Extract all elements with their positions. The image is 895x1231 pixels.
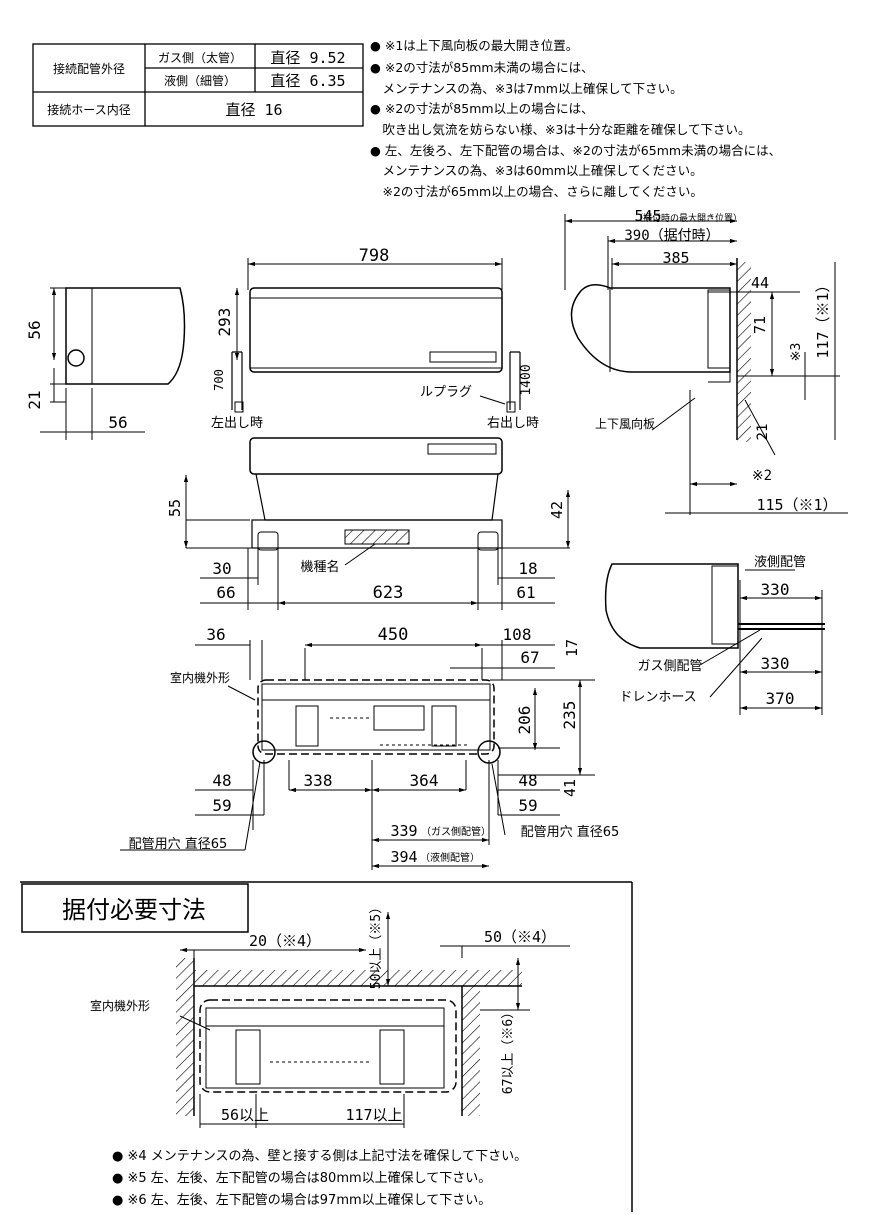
dim-385: 385 [662,249,689,267]
model-name-leader [344,543,376,566]
label-hole-right: 配管用穴 直径65 [521,825,620,840]
front-view [231,258,521,413]
dim-339-note: （ガス側配管） [421,825,491,838]
dim-330-top: 330 [761,580,790,599]
label-outline-1: 室内機外形 [170,670,230,685]
label-outline-2: 室内機外形 [90,998,150,1013]
spec-gas-sub: ガス側（太管） [158,50,242,65]
label-model-name: 機種名 [300,559,339,575]
dim-56-horizontal: 56 [108,413,127,432]
dim-293: 293 [215,308,234,337]
label-drain-hose: ドレンホース [619,690,696,705]
dim-59-right: 59 [518,796,537,815]
dim-798: 798 [359,246,390,266]
install-dim-56: 56以上 [221,1106,269,1124]
dim-18: 18 [518,559,537,578]
dim-59-left: 59 [212,796,231,815]
right-side-view [564,214,848,515]
spec-row2-label: 接続ホース内径 [47,102,130,117]
spec-table [32,43,364,127]
install-section [20,881,633,1212]
spec-liquid-val: 直径 6.35 [270,72,345,90]
dim-623: 623 [373,583,404,603]
dim-394-note: （液側配管） [420,851,480,864]
dim-star2: ※2 [752,468,772,484]
dim-394: 394 [390,848,417,866]
dim-206: 206 [515,706,534,735]
dim-36: 36 [206,625,225,644]
note-line: ● ※2の寸法が85mm以上の場合には、 [370,101,594,116]
dim-41: 41 [561,779,579,797]
install-title: 据付必要寸法 [62,896,206,924]
dim-115: 115（※1） [756,496,837,514]
dim-108: 108 [503,625,532,644]
label-left-out: 左出し時 [211,416,263,431]
note-line: 吹き出し気流を妨らない様、※3は十分な距離を確保して下さい。 [370,122,751,137]
bottom-view [183,437,571,610]
dim-44: 44 [751,274,769,292]
install-dim-117: 117以上 [345,1106,402,1124]
install-dim-20: 20（※4） [249,932,321,950]
label-louver: 上下風向板 [595,416,655,431]
note-line: ※2の寸法が65mm以上の場合、さらに離してください。 [370,184,703,199]
dim-339: 339 [390,822,417,840]
install-dim-67: 67以上（※6） [501,1006,516,1094]
dim-450: 450 [378,625,409,645]
note-line: メンテナンスの為、※3は7mm以上確保して下さい。 [370,81,683,96]
dim-71: 71 [751,316,769,334]
spec-row1-label: 接続配管外径 [53,61,125,76]
dim-42: 42 [548,501,566,519]
dim-48-left: 48 [212,771,231,790]
spec-hose-val: 直径 16 [225,101,282,119]
spec-gas-val: 直径 9.52 [270,49,345,67]
note-line: ● 左、左後ろ、左下配管の場合は、※2の寸法が65mm未満の場合には、 [370,143,781,158]
dim-48-right: 48 [518,771,537,790]
mounting-plate-view [120,640,595,870]
note-line: ● ※2の寸法が85mm未満の場合には、 [370,60,594,75]
dim-235: 235 [560,701,579,730]
left-side-view [40,287,186,440]
dim-star3: ※3 [789,343,804,362]
dim-545: 545 [634,207,661,225]
label-liquid-pipe: 液側配管 [754,555,806,570]
pipe-side-view [604,563,825,715]
dim-364: 364 [410,771,439,790]
dim-56-vertical: 56 [25,320,44,339]
dim-55: 55 [166,499,184,517]
dim-21: 21 [755,424,771,441]
dim-61: 61 [516,583,535,602]
dim-66: 66 [216,583,235,602]
install-dim-50-right: 50（※4） [484,928,556,946]
dim-117: 117（※1） [814,277,832,358]
dim-30: 30 [212,559,231,578]
install-note: ● ※4 メンテナンスの為、壁と接する側は上記寸法を確保して下さい。 [112,1148,527,1164]
label-hole-left: 配管用穴 直径65 [129,837,228,852]
dim-21-vertical: 21 [25,390,44,409]
louver-leader [651,397,696,431]
label-right-out: 右出し時 [487,416,539,431]
install-note: ● ※5 左、左後、左下配管の場合は80mm以上確保して下さい。 [112,1170,491,1186]
note-line: ● ※1は上下風向板の最大開き位置。 [370,38,578,53]
label-gas-pipe: ガス側配管 [637,659,702,674]
notes-top: ● ※1は上下風向板の最大開き位置。 ● ※2の寸法が85mm未満の場合には、 … [370,38,781,199]
dim-390: 390（据付時） [624,228,719,244]
dim-338: 338 [304,771,333,790]
spec-liquid-sub: 液側（細管） [164,73,236,88]
dim-17: 17 [563,639,581,657]
dim-700: 700 [212,369,226,391]
label-plug: ルプラグ [420,385,472,400]
install-dim-50-top: 50以上（※5） [369,901,384,989]
dim-330-bottom: 330 [761,654,790,673]
install-note: ● ※6 左、左後、左下配管の場合は97mm以上確保して下さい。 [112,1192,491,1208]
dim-67: 67 [520,648,539,667]
dim-545-note: （据付時の最大開き位置） [634,212,742,224]
note-line: メンテナンスの為、※3は60mm以上確保してください。 [370,163,703,178]
dim-370: 370 [766,689,795,708]
dim-1400: 1400 [519,364,534,395]
